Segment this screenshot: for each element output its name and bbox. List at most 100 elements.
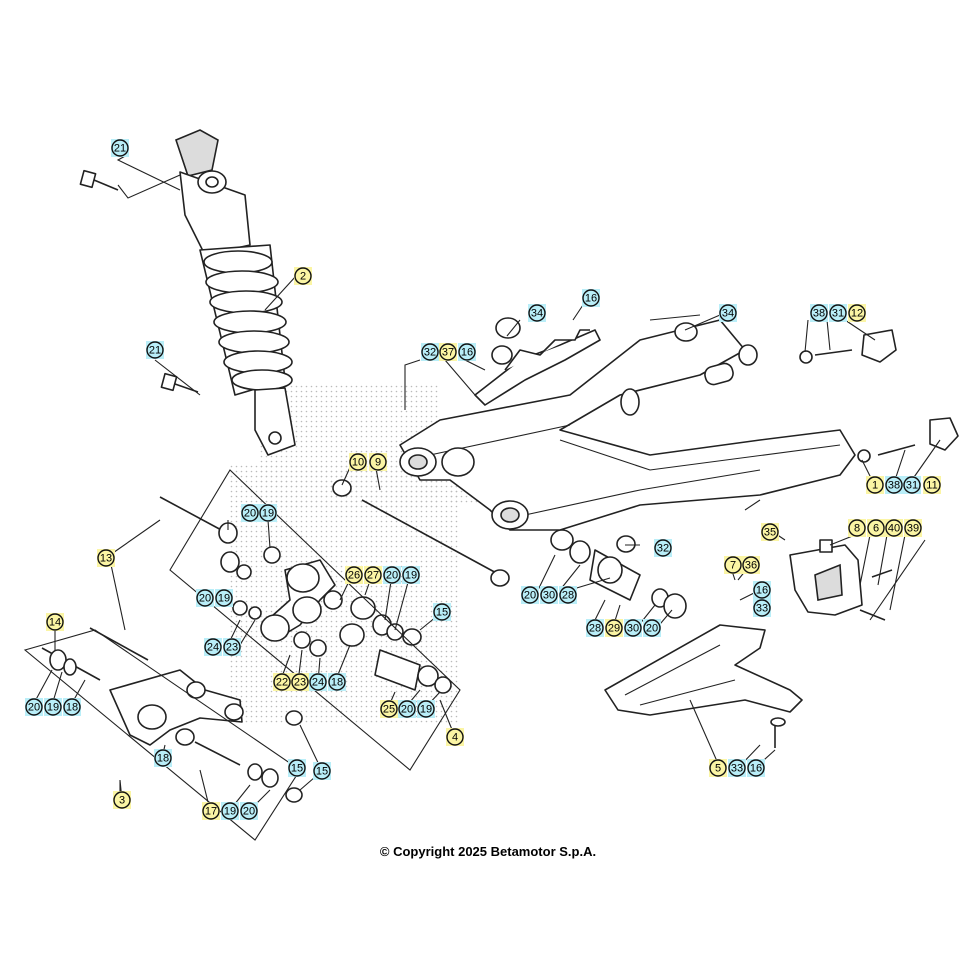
callout-24: 24 — [309, 673, 327, 691]
callout-label: 19 — [218, 593, 230, 605]
callout-highlight — [97, 549, 115, 567]
callout-ring — [328, 673, 346, 691]
callout-19: 19 — [215, 589, 233, 607]
callout-label: 21 — [114, 143, 126, 155]
callout-label: 23 — [226, 642, 238, 654]
callout-label: 3 — [119, 795, 125, 807]
callout-ring — [747, 759, 765, 777]
callout-label: 20 — [243, 806, 255, 818]
callout-ring — [369, 453, 387, 471]
callout-highlight — [313, 762, 331, 780]
callout-label: 16 — [585, 293, 597, 305]
callout-highlight — [204, 638, 222, 656]
callout-ring — [885, 519, 903, 537]
callout-highlight — [624, 619, 642, 637]
callout-33: 33 — [753, 599, 771, 617]
callout-ring — [113, 791, 131, 809]
callout-highlight — [215, 589, 233, 607]
callout-19: 19 — [402, 566, 420, 584]
callout-ring — [46, 613, 64, 631]
callout-31: 31 — [903, 476, 921, 494]
callout-32: 32 — [421, 343, 439, 361]
callout-ring — [223, 638, 241, 656]
callout-9: 9 — [369, 453, 387, 471]
callout-label: 39 — [907, 523, 919, 535]
callout-ring — [521, 586, 539, 604]
callout-ring — [903, 476, 921, 494]
callout-4: 4 — [446, 728, 464, 746]
linkage-rocker — [159, 496, 452, 694]
callout-3: 3 — [113, 791, 131, 809]
callout-ring — [528, 304, 546, 322]
callout-label: 12 — [851, 308, 863, 320]
callout-label: 20 — [199, 593, 211, 605]
callout-ring — [111, 139, 129, 157]
callout-highlight — [540, 586, 558, 604]
callout-2: 2 — [294, 267, 312, 285]
callout-40: 40 — [885, 519, 903, 537]
callout-label: 17 — [205, 806, 217, 818]
chain-slider — [604, 624, 803, 748]
callout-highlight — [439, 343, 457, 361]
callout-23: 23 — [223, 638, 241, 656]
callout-18: 18 — [63, 698, 81, 716]
callout-label: 20 — [401, 704, 413, 716]
callout-highlight — [586, 619, 604, 637]
callout-highlight — [904, 519, 922, 537]
callout-highlight — [885, 476, 903, 494]
callout-20: 20 — [196, 589, 214, 607]
callout-label: 20 — [646, 623, 658, 635]
callout-label: 19 — [420, 704, 432, 716]
callout-label: 15 — [436, 607, 448, 619]
callout-ring — [719, 304, 737, 322]
callout-label: 25 — [383, 704, 395, 716]
callout-label: 22 — [276, 677, 288, 689]
callout-ring — [421, 343, 439, 361]
callout-highlight — [241, 504, 259, 522]
callout-31: 31 — [829, 304, 847, 322]
callout-highlight — [433, 603, 451, 621]
callout-label: 23 — [294, 677, 306, 689]
callout-label: 32 — [657, 543, 669, 555]
callout-ring — [345, 566, 363, 584]
callout-label: 33 — [731, 763, 743, 775]
callout-label: 33 — [756, 603, 768, 615]
callout-ring — [291, 673, 309, 691]
callout-label: 6 — [873, 523, 879, 535]
callout-label: 7 — [730, 560, 736, 572]
callout-label: 31 — [906, 480, 918, 492]
callout-36: 36 — [742, 556, 760, 574]
callout-ring — [364, 566, 382, 584]
callout-ring — [294, 267, 312, 285]
callout-label: 15 — [291, 763, 303, 775]
callout-28: 28 — [586, 619, 604, 637]
callout-label: 37 — [442, 347, 454, 359]
callout-highlight — [46, 613, 64, 631]
callout-16: 16 — [458, 343, 476, 361]
swingarm — [399, 319, 856, 531]
callout-5: 5 — [709, 759, 727, 777]
callout-20: 20 — [398, 700, 416, 718]
callout-highlight — [421, 343, 439, 361]
callout-highlight — [221, 802, 239, 820]
callout-20: 20 — [643, 619, 661, 637]
callout-highlight — [605, 619, 623, 637]
pivot-axle-9 — [332, 479, 510, 587]
callout-ring — [867, 519, 885, 537]
callout-highlight — [559, 586, 577, 604]
callout-label: 19 — [405, 570, 417, 582]
callout-highlight — [753, 581, 771, 599]
callout-38: 38 — [810, 304, 828, 322]
callout-14: 14 — [46, 613, 64, 631]
callout-ring — [202, 802, 220, 820]
callout-ring — [196, 589, 214, 607]
callout-ring — [559, 586, 577, 604]
callout-highlight — [398, 700, 416, 718]
callout-29: 29 — [605, 619, 623, 637]
callout-22: 22 — [273, 673, 291, 691]
callout-ring — [904, 519, 922, 537]
callout-label: 36 — [745, 560, 757, 572]
callout-ring — [446, 728, 464, 746]
callout-ring — [398, 700, 416, 718]
callout-highlight — [903, 476, 921, 494]
